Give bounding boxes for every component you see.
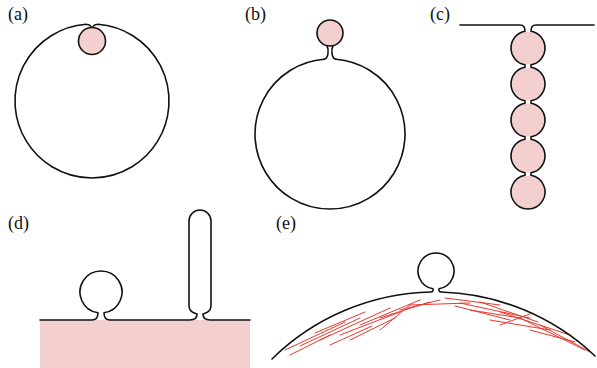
filaments bbox=[285, 298, 590, 355]
vesicle-membrane bbox=[15, 24, 169, 178]
inner-bud bbox=[79, 28, 106, 55]
substrate bbox=[40, 320, 250, 368]
panel-label: (e) bbox=[276, 213, 296, 235]
bead-fill bbox=[512, 32, 545, 209]
panel-label: (d) bbox=[8, 213, 29, 235]
outer-bud bbox=[317, 20, 343, 46]
vesicle-membrane bbox=[255, 59, 405, 209]
neck bbox=[332, 46, 336, 60]
neck bbox=[324, 46, 328, 60]
panel-label: (c) bbox=[430, 4, 450, 26]
bead-chain-membrane bbox=[460, 25, 594, 209]
curved-membrane bbox=[272, 253, 595, 359]
panel-label: (b) bbox=[245, 4, 266, 26]
flat-membrane bbox=[40, 210, 250, 320]
panel-label: (a) bbox=[8, 4, 28, 26]
